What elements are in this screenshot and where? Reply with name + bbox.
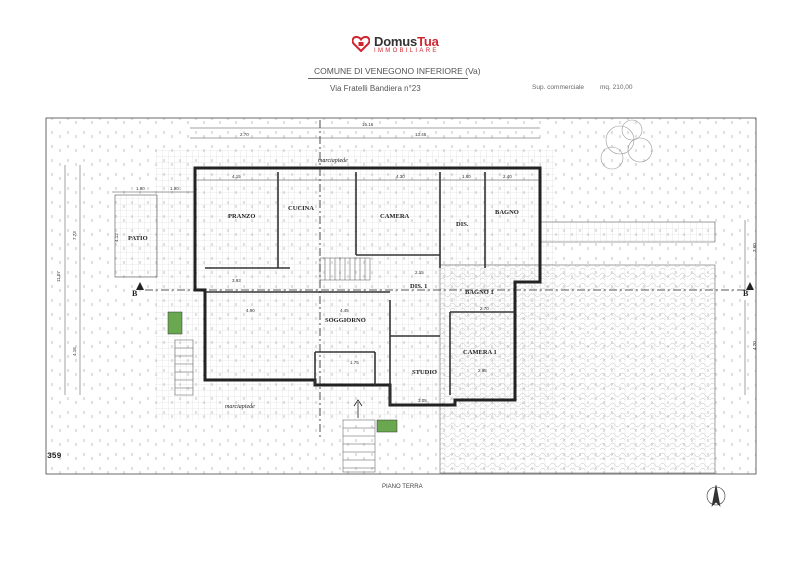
- dim-soggiorno-w2: 4.45: [340, 308, 349, 313]
- dim-mid-h: 3.93: [232, 278, 241, 283]
- side-terrace: [539, 221, 716, 243]
- room-label-bagno: BAGNO: [495, 209, 519, 216]
- dim-right-w: 2.70: [480, 306, 489, 311]
- dim-camera-w: 4.30: [396, 174, 405, 179]
- brand-subtitle: IMMOBILIARE: [374, 48, 439, 54]
- property-address: Via Fratelli Bandiera n°23: [330, 84, 421, 93]
- dim-top-right: 13.45: [415, 132, 427, 137]
- dim-patio-w1: 1.80: [136, 186, 145, 191]
- dim-patio-w2: 1.90: [170, 186, 179, 191]
- roof-area: [439, 264, 716, 474]
- room-label-soggiorno: SOGGIORNO: [325, 317, 366, 324]
- room-label-bagno1: BAGNO 1: [465, 289, 494, 296]
- title-underline: [308, 78, 468, 79]
- section-marker-right: B: [743, 289, 749, 298]
- tree-cluster: [600, 119, 653, 170]
- surface-label: Sup. commerciale: [532, 84, 585, 91]
- dim-soggiorno-w: 4.90: [246, 308, 255, 313]
- dim-patio-h: 4.12: [114, 233, 119, 242]
- label-marciapiede-bottom: marciapiede: [225, 404, 255, 410]
- dim-right-h2: 4.20: [752, 341, 757, 350]
- dim-studio-w: 3.05: [418, 398, 427, 403]
- room-label-camera1: CAMERA 1: [463, 349, 497, 356]
- planter: [167, 311, 398, 433]
- dim-camera1-w: 2.95: [478, 368, 487, 373]
- room-label-studio: STUDIO: [412, 369, 437, 376]
- dimension-lines: [64, 127, 746, 395]
- interior-walls: [205, 172, 515, 405]
- dim-left-total: 11.07: [56, 271, 61, 282]
- floor-label: PIANO TERRA: [382, 484, 423, 490]
- dim-studio-top: 2.15: [415, 270, 424, 275]
- dim-right-h1: 3.60: [752, 243, 757, 252]
- brand-name: DomusTua: [374, 34, 439, 49]
- room-label-dis1: DIS. 1: [410, 283, 427, 290]
- room-label-cucina: CUCINA: [288, 205, 314, 212]
- sheet-number: 359: [47, 452, 62, 461]
- dim-dis-w: 1.80: [462, 174, 471, 179]
- section-arrow-icon: [136, 282, 144, 290]
- domustua-logo: DomusTua IMMOBILIARE: [352, 34, 448, 54]
- staircase: [174, 257, 376, 473]
- room-label-dis: DIS.: [456, 221, 469, 228]
- dim-left-upper: 7.73: [72, 231, 77, 240]
- room-label-patio: PATIO: [128, 235, 148, 242]
- section-arrow-icon: [746, 282, 754, 290]
- surface-value: mq. 210,00: [600, 84, 633, 91]
- patio-area: [114, 194, 158, 278]
- dim-pranzo-w: 4.15: [232, 174, 241, 179]
- dim-bagno-w: 2.40: [503, 174, 512, 179]
- north-arrow-icon: [706, 484, 726, 507]
- dim-top-left: 2.70: [240, 132, 249, 137]
- comune-title: COMUNE DI VENEGONO INFERIORE (Va): [314, 66, 481, 76]
- room-label-pranzo: PRANZO: [228, 213, 255, 220]
- room-label-camera: CAMERA: [380, 213, 410, 220]
- dim-left-lower: 4.16: [72, 347, 77, 356]
- dim-overall-width: 16.16: [362, 122, 374, 127]
- heart-home-icon: [352, 36, 370, 52]
- section-marker-left: B: [132, 289, 138, 298]
- entrance-arrow-icon: [353, 399, 363, 418]
- dim-bottom-w: 1.75: [350, 360, 359, 365]
- label-marciapiede-top: marciapiede: [318, 158, 348, 164]
